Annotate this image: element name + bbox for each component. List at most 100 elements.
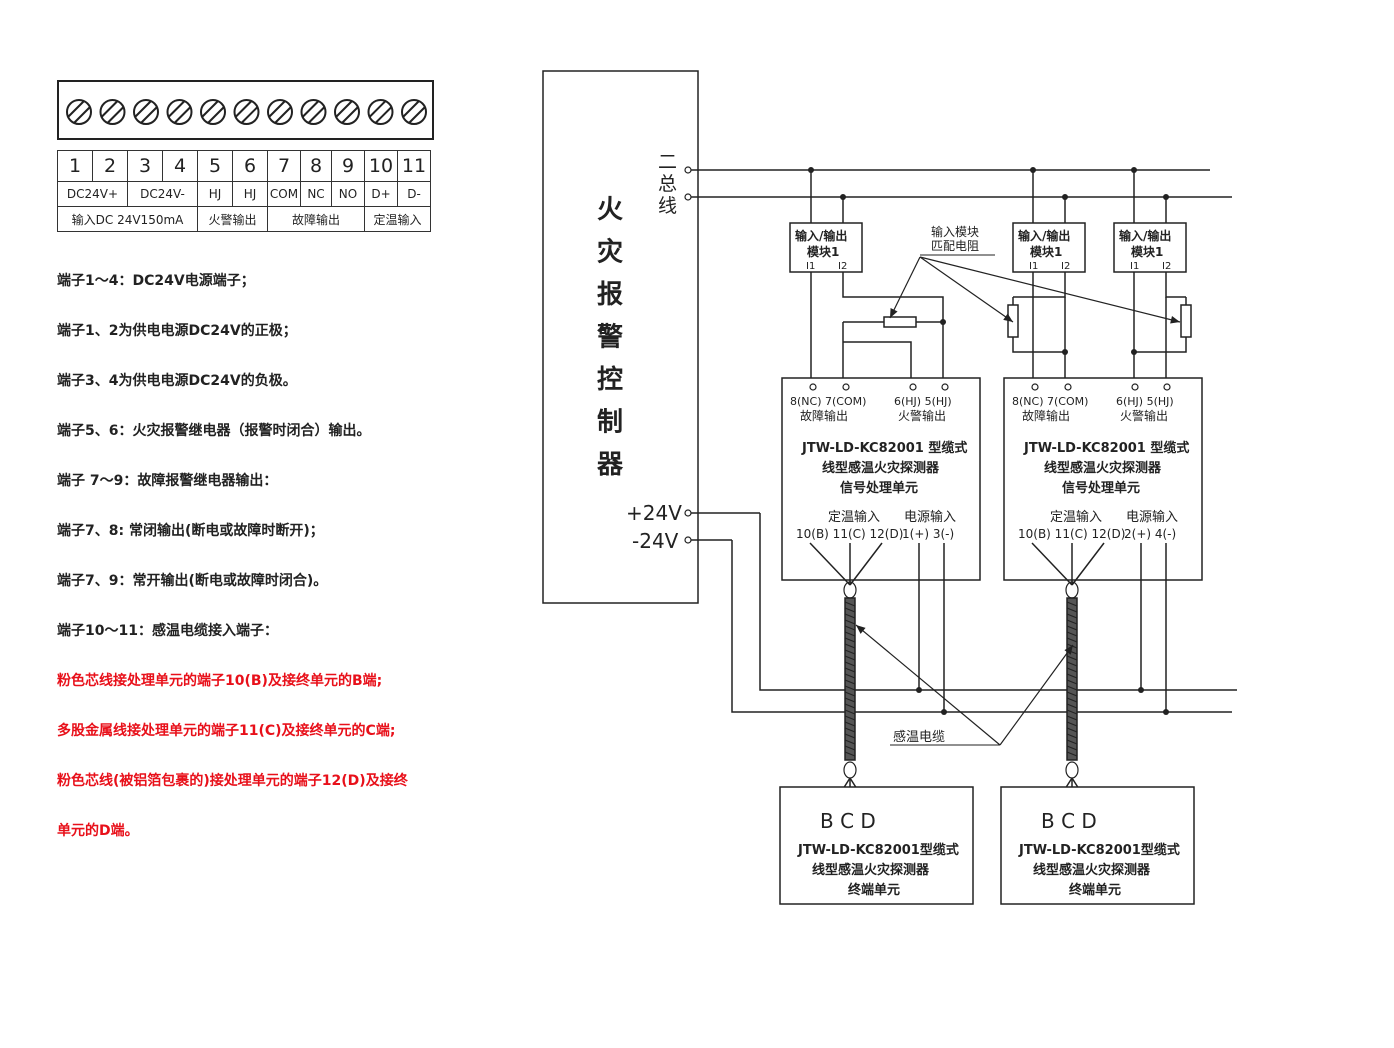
plus24-bus: [759, 513, 1237, 691]
controller-box: [542, 70, 699, 604]
cable-hatch: [1066, 667, 1078, 673]
terminal-dot: [1031, 383, 1039, 391]
io-module-i1: I1: [806, 261, 815, 272]
term-num: 5: [197, 150, 233, 182]
terminal-screw-icon: [133, 99, 159, 125]
cable-hatch: [844, 703, 856, 709]
minus24-bus: [731, 540, 1232, 713]
arrow-head: [856, 625, 866, 634]
io-module-i1: I1: [1029, 261, 1038, 272]
cable-hatch: [1066, 673, 1078, 679]
cable-hatch: [1066, 661, 1078, 667]
cable-hatch: [844, 637, 856, 643]
controller-title-char: 控: [597, 365, 623, 395]
cable-twist: [843, 761, 857, 779]
terminal-screw-icon: [66, 99, 92, 125]
resistor-pointer: [889, 256, 921, 319]
junction-dot: [1138, 687, 1144, 693]
term-group: 故障输出: [267, 206, 365, 232]
junction-dot: [941, 709, 947, 715]
term-num: 9: [331, 150, 365, 182]
cable-core: [809, 542, 851, 586]
term-num: 8: [300, 150, 332, 182]
io-module-label: 模块1: [807, 244, 839, 259]
term-label: HJ: [232, 181, 268, 207]
io-module-label: 输入/输出: [795, 228, 847, 243]
end-unit-title: JTW-LD-KC82001型缆式: [1018, 842, 1180, 858]
note-line: 端子3、4为供电电源DC24V的负极。: [57, 373, 297, 389]
unit-title: JTW-LD-KC82001 型缆式: [1023, 440, 1189, 456]
terminal-dot: [1163, 383, 1171, 391]
note-line: 端子1、2为供电电源DC24V的正极；: [57, 323, 297, 339]
fire-label: 火警输出: [1120, 408, 1168, 423]
terminal-dot: [1064, 383, 1072, 391]
temp-input-label: 定温输入: [828, 509, 880, 525]
note-line: 端子 7～9：故障报警继电器输出：: [57, 473, 278, 489]
junction-dot: [940, 319, 946, 325]
note-line: 单元的D端。: [57, 823, 139, 839]
cable-hatch: [844, 727, 856, 733]
terminal-table: 1 2 3 4 5 6 7 8 9 10 11 DC24V+ DC24V- HJ…: [57, 150, 431, 232]
cable-hatch: [844, 667, 856, 673]
cable-hatch: [1066, 727, 1078, 733]
controller-title-char: 报: [597, 279, 623, 310]
power-input-label: 电源输入: [1126, 509, 1178, 525]
end-unit-title: 线型感温火灾探测器: [1033, 862, 1151, 878]
junction-dot: [1163, 709, 1169, 715]
terminal-dot: [684, 536, 692, 544]
cable-core: [1031, 542, 1073, 586]
cable-hatch: [844, 631, 856, 637]
cable-hatch: [1066, 739, 1078, 745]
term-num: 4: [162, 150, 198, 182]
temp-terms: 10(B) 11(C) 12(D): [1018, 527, 1125, 541]
cable-hatch: [844, 721, 856, 727]
fault-terms: 8(NC) 7(COM): [790, 395, 866, 408]
temp-input-label: 定温输入: [1050, 509, 1102, 525]
cable-hatch: [844, 691, 856, 697]
bus-label-char: 二: [658, 151, 677, 173]
fire-terms: 6(HJ) 5(HJ): [1116, 395, 1174, 408]
arrow-head: [1003, 313, 1013, 322]
cable-hatch: [844, 619, 856, 625]
fault-label: 故障输出: [1022, 408, 1070, 423]
term-label: NO: [331, 181, 365, 207]
cable-hatch: [1066, 703, 1078, 709]
note-line: 粉色芯线(被铝箔包裹的)接处理单元的端子12(D)及接终: [57, 773, 408, 789]
cable-hatch: [1066, 613, 1078, 619]
cable-hatch: [1066, 631, 1078, 637]
processing-unit-box: [781, 377, 981, 581]
controller-title-char: 灾: [597, 237, 623, 268]
cable-hatch: [844, 745, 856, 751]
cable-hatch: [844, 601, 856, 607]
plus24-label: +24V: [626, 501, 682, 525]
term-group: 定温输入: [364, 206, 431, 232]
cable-hatch: [844, 613, 856, 619]
unit-title: 线型感温火灾探测器: [1044, 460, 1162, 476]
wire: [1134, 337, 1187, 353]
note-line: 多股金属线接处理单元的端子11(C)及接终单元的C端;: [57, 723, 396, 739]
temp-terms: 10(B) 11(C) 12(D): [796, 527, 903, 541]
note-line: 端子7、9：常开输出(断电或故障时闭合)。: [57, 573, 328, 589]
controller-title-char: 制: [597, 408, 623, 438]
io-module-i2: I2: [1162, 261, 1171, 272]
bcd-label: B C D: [820, 809, 876, 833]
term-label: D-: [397, 181, 431, 207]
io-module-label: 输入/输出: [1018, 228, 1070, 243]
power-terms: 1(+) 3(-): [902, 527, 954, 541]
io-module-i1: I1: [1130, 261, 1139, 272]
term-group: 火警输出: [197, 206, 268, 232]
end-unit-box: [1000, 786, 1195, 905]
cable-hatch: [844, 751, 856, 757]
terminal-screw-icon: [99, 99, 126, 125]
cable-hatch: [844, 733, 856, 739]
unit-title: 信号处理单元: [840, 480, 918, 496]
unit-title: 线型感温火灾探测器: [822, 460, 940, 476]
cable-hatch: [1066, 685, 1078, 691]
cable-hatch: [1066, 721, 1078, 727]
io-module-label: 模块1: [1030, 244, 1062, 259]
note-line: 端子5、6：火灾报警继电器（报警时闭合）输出。: [57, 423, 371, 439]
cable-hatch: [1066, 691, 1078, 697]
wire: [1165, 272, 1186, 298]
terminal-screw-icon: [401, 99, 427, 125]
controller-title-char: 警: [597, 322, 623, 353]
